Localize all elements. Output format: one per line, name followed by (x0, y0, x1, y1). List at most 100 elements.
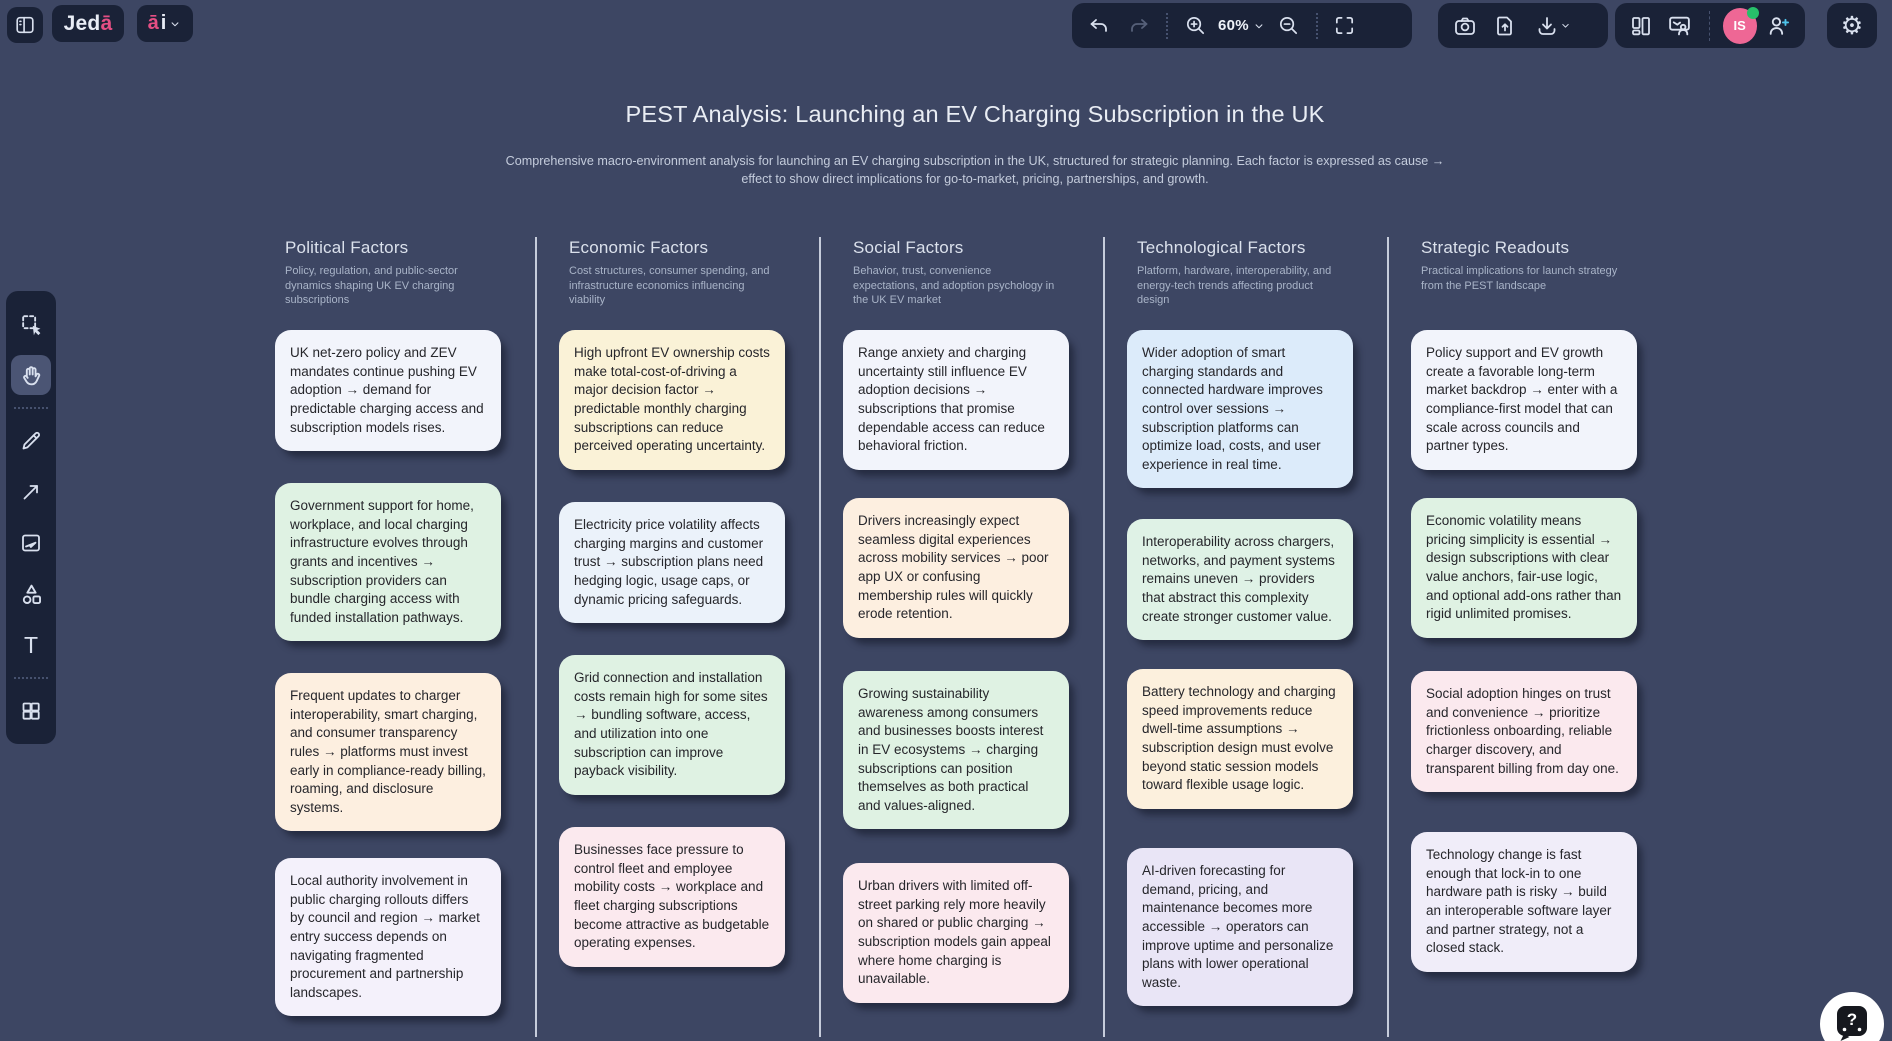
text-tool-icon: T (23, 631, 39, 658)
sticky-note[interactable]: Grid connection and installation costs r… (559, 655, 785, 795)
templates-tool-button[interactable] (11, 691, 51, 731)
select-tool-button[interactable] (11, 304, 51, 344)
present-button[interactable] (1663, 9, 1695, 43)
column-title[interactable]: Technological Factors (1137, 238, 1306, 257)
sticky-note[interactable]: AI-driven forecasting for demand, pricin… (1127, 848, 1353, 1007)
file-upload-icon (1497, 16, 1512, 35)
undo-button[interactable] (1082, 9, 1116, 43)
sticky-note[interactable]: Urban drivers with limited off-street pa… (843, 863, 1069, 1003)
board-subtitle[interactable]: Comprehensive macro-environment analysis… (505, 154, 1445, 187)
kanban-layout-icon (1632, 16, 1651, 35)
column-divider (535, 237, 537, 1037)
column-description[interactable]: Platform, hardware, interoperability, an… (1137, 265, 1332, 307)
capture-export-toolbar (1438, 3, 1608, 48)
chevron-down-icon (1561, 23, 1569, 28)
column-title[interactable]: Political Factors (285, 238, 409, 257)
arrow-up-right-icon (23, 485, 38, 500)
svg-text:?: ? (1847, 1010, 1857, 1029)
ai-accent: ā (147, 12, 159, 34)
pen-tool-button[interactable] (11, 421, 51, 461)
chevron-down-icon (171, 21, 179, 26)
sticky-note[interactable]: Policy support and EV growth create a fa… (1411, 330, 1637, 470)
shapes-tool-button[interactable] (11, 574, 51, 614)
sticky-note[interactable]: Local authority involvement in public ch… (275, 858, 501, 1017)
column-description[interactable]: Behavior, trust, convenience expectation… (853, 265, 1055, 307)
image-icon (22, 534, 40, 552)
zoom-out-button[interactable] (1272, 9, 1306, 43)
download-icon (1538, 16, 1555, 35)
zoom-out-icon (1280, 16, 1298, 35)
sticky-note[interactable]: High upfront EV ownership costs make tot… (559, 330, 785, 470)
board-title[interactable]: PEST Analysis: Launching an EV Charging … (625, 101, 1325, 127)
undo-icon (1090, 18, 1107, 32)
chevron-down-icon (1255, 23, 1263, 28)
column-title[interactable]: Social Factors (853, 238, 964, 257)
help-chat-bubble-icon: ? (1837, 1006, 1867, 1041)
toolbar-divider (1315, 12, 1318, 39)
history-zoom-toolbar: 60% (1072, 3, 1412, 48)
sticky-note[interactable]: Battery technology and charging speed im… (1127, 669, 1353, 809)
ai-suffix: i (160, 12, 167, 34)
settings-button[interactable]: ⚙ (1827, 3, 1877, 48)
fit-to-screen-button[interactable] (1328, 9, 1362, 43)
zoom-level-dropdown[interactable]: 60% (1218, 17, 1266, 34)
column-description[interactable]: Cost structures, consumer spending, and … (569, 265, 770, 307)
arrow-tool-button[interactable] (11, 472, 51, 512)
panel-left-icon (16, 16, 34, 34)
gear-icon: ⚙ (1840, 11, 1864, 40)
grid-icon (22, 702, 40, 720)
import-button[interactable] (1488, 9, 1522, 43)
hand-icon (22, 365, 40, 385)
column-divider (1387, 237, 1389, 1037)
toolbar-divider (14, 677, 48, 679)
redo-button[interactable] (1122, 9, 1156, 43)
collaboration-toolbar: IS (1615, 3, 1805, 48)
avatar-initials: IS (1733, 18, 1746, 33)
column-divider (819, 237, 821, 1037)
column-description[interactable]: Policy, regulation, and public-sector dy… (285, 265, 458, 307)
toolbar-divider (1708, 10, 1710, 41)
sticky-note[interactable]: Economic volatility means pricing simpli… (1411, 498, 1637, 638)
select-icon (21, 314, 40, 335)
download-menu-button[interactable] (1528, 9, 1578, 43)
zoom-in-icon (1186, 16, 1204, 35)
screenshot-button[interactable] (1448, 9, 1482, 43)
fullscreen-icon (1336, 16, 1354, 35)
sticky-note[interactable]: Range anxiety and charging uncertainty s… (843, 330, 1069, 470)
sidebar-toggle-button[interactable] (7, 7, 43, 43)
column-title[interactable]: Economic Factors (569, 238, 709, 257)
pencil-icon (22, 431, 40, 450)
online-status-dot (1746, 6, 1759, 19)
column-description[interactable]: Practical implications for launch strate… (1421, 265, 1618, 292)
tools-toolbar: T (6, 291, 56, 744)
image-tool-button[interactable] (11, 523, 51, 563)
user-avatar[interactable]: IS (1722, 6, 1759, 44)
sticky-note[interactable]: Drivers increasingly expect seamless dig… (843, 498, 1069, 638)
toolbar-divider (14, 407, 48, 409)
camera-icon (1455, 17, 1475, 35)
sticky-note[interactable]: UK net-zero policy and ZEV mandates cont… (275, 330, 501, 452)
zoom-in-button[interactable] (1178, 9, 1212, 43)
sticky-note[interactable]: Social adoption hinges on trust and conv… (1411, 671, 1637, 793)
hand-tool-button[interactable] (11, 355, 51, 395)
sticky-note[interactable]: Electricity price volatility affects cha… (559, 502, 785, 624)
add-person-icon (1770, 17, 1790, 35)
invite-user-button[interactable] (1763, 9, 1795, 43)
sticky-note[interactable]: Interoperability across chargers, networ… (1127, 519, 1353, 641)
sticky-note[interactable]: Growing sustainability awareness among c… (843, 671, 1069, 830)
sticky-note[interactable]: Technology change is fast enough that lo… (1411, 832, 1637, 972)
board-layout-button[interactable] (1625, 9, 1657, 43)
column-title[interactable]: Strategic Readouts (1421, 238, 1570, 257)
help-button[interactable]: ? (1820, 992, 1884, 1041)
shapes-icon (22, 584, 41, 604)
toolbar-divider (1166, 12, 1168, 39)
sticky-note[interactable]: Frequent updates to charger interoperabi… (275, 673, 501, 832)
redo-icon (1131, 18, 1148, 32)
sticky-note[interactable]: Businesses face pressure to control flee… (559, 827, 785, 967)
text-tool-button[interactable]: T (11, 625, 51, 665)
sticky-note[interactable]: Government support for home, workplace, … (275, 483, 501, 642)
sticky-note[interactable]: Wider adoption of smart charging standar… (1127, 330, 1353, 489)
brand-accent: ā (100, 11, 113, 35)
